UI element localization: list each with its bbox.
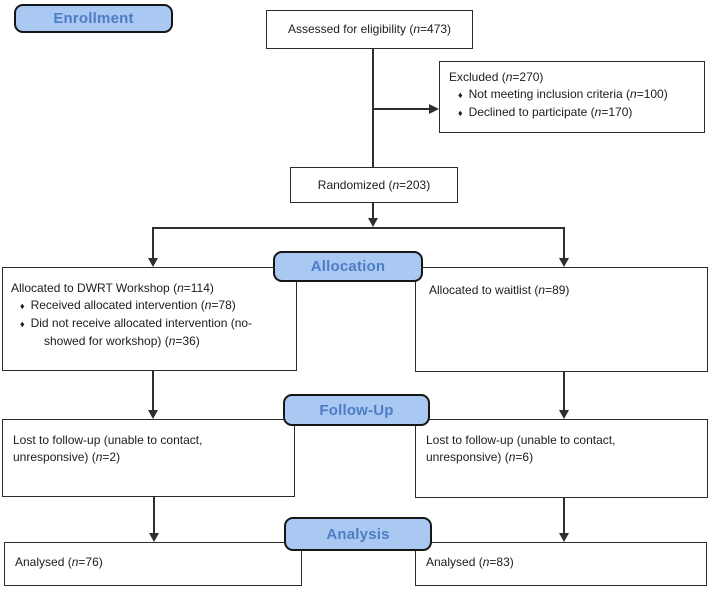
analysis-stage-label: Analysis xyxy=(284,517,432,551)
arrowhead-followup-right-icon xyxy=(559,410,569,419)
connector-followup-to-analysis-right xyxy=(563,498,565,533)
lost-followup-waitlist-box: Lost to follow-up (unable to contact, un… xyxy=(415,419,708,498)
lost-followup-waitlist-text: Lost to follow-up (unable to contact, un… xyxy=(426,433,616,464)
allocated-workshop-bullet-item: ♦ Did not receive allocated intervention … xyxy=(11,315,292,350)
arrowhead-workshop-icon xyxy=(148,258,158,267)
analysed-workshop-text: Analysed (n=76) xyxy=(15,555,103,569)
excluded-bullet-text: Declined to participate (n=170) xyxy=(468,105,633,119)
enrollment-stage-text: Enrollment xyxy=(53,10,134,27)
assessed-eligibility-text: Assessed for eligibility (n=473) xyxy=(287,22,452,36)
connector-randomized-to-branch xyxy=(372,203,374,219)
analysis-stage-text: Analysis xyxy=(326,525,390,543)
randomized-box: Randomized (n=203) xyxy=(290,167,458,203)
allocated-workshop-bullet-text: Did not receive allocated intervention (… xyxy=(30,316,253,348)
assessed-eligibility-box: Assessed for eligibility (n=473) xyxy=(266,10,473,49)
analysed-workshop-box: Analysed (n=76) xyxy=(4,542,302,586)
allocation-stage-text: Allocation xyxy=(310,258,386,275)
analysed-waitlist-text: Analysed (n=83) xyxy=(426,555,514,569)
enrollment-stage-label: Enrollment xyxy=(14,4,173,33)
arrowhead-branch-icon xyxy=(368,218,378,227)
connector-followup-to-analysis-left xyxy=(153,497,155,533)
lost-followup-workshop-text: Lost to follow-up (unable to contact, un… xyxy=(13,433,203,464)
followup-stage-label: Follow-Up xyxy=(283,394,430,426)
allocated-workshop-box: Allocated to DWRT Workshop (n=114) ♦ Rece… xyxy=(2,267,297,371)
arrowhead-excluded-icon xyxy=(429,104,439,114)
lost-followup-workshop-box: Lost to follow-up (unable to contact, un… xyxy=(2,419,295,497)
diamond-bullet-icon: ♦ xyxy=(458,108,463,118)
arrowhead-analysis-right-icon xyxy=(559,533,569,542)
followup-stage-text: Follow-Up xyxy=(319,401,394,419)
excluded-box: Excluded (n=270) ♦ Not meeting inclusion … xyxy=(439,61,705,133)
excluded-bullet-text: Not meeting inclusion criteria (n=100) xyxy=(468,87,668,101)
diamond-bullet-icon: ♦ xyxy=(20,319,25,329)
connector-workshop-to-followup xyxy=(152,371,154,410)
randomized-text: Randomized (n=203) xyxy=(317,177,431,192)
excluded-bullet-item: ♦ Not meeting inclusion criteria (n=100) xyxy=(449,86,696,104)
arrowhead-analysis-left-icon xyxy=(149,533,159,542)
excluded-bullet-item: ♦ Declined to participate (n=170) xyxy=(449,104,696,122)
allocated-workshop-bullet-item: ♦ Received allocated intervention (n=78) xyxy=(11,297,292,315)
connector-waitlist-to-followup xyxy=(563,372,565,410)
arrowhead-waitlist-icon xyxy=(559,258,569,267)
allocated-waitlist-box: Allocated to waitlist (n=89) xyxy=(415,267,708,372)
allocated-workshop-bullet-text: Received allocated intervention (n=78) xyxy=(30,298,236,312)
connector-branch-to-waitlist xyxy=(563,228,565,258)
allocated-waitlist-text: Allocated to waitlist (n=89) xyxy=(429,283,570,297)
connector-branch-to-workshop xyxy=(152,228,154,258)
branch-line-allocation xyxy=(152,227,565,229)
arrowhead-followup-left-icon xyxy=(148,410,158,419)
connector-to-excluded xyxy=(373,108,430,110)
diamond-bullet-icon: ♦ xyxy=(20,301,25,311)
analysed-waitlist-box: Analysed (n=83) xyxy=(415,542,707,586)
allocated-workshop-title: Allocated to DWRT Workshop (n=114) xyxy=(11,281,214,295)
diamond-bullet-icon: ♦ xyxy=(458,90,463,100)
allocation-stage-label: Allocation xyxy=(273,251,423,282)
excluded-title: Excluded (n=270) xyxy=(449,70,544,84)
